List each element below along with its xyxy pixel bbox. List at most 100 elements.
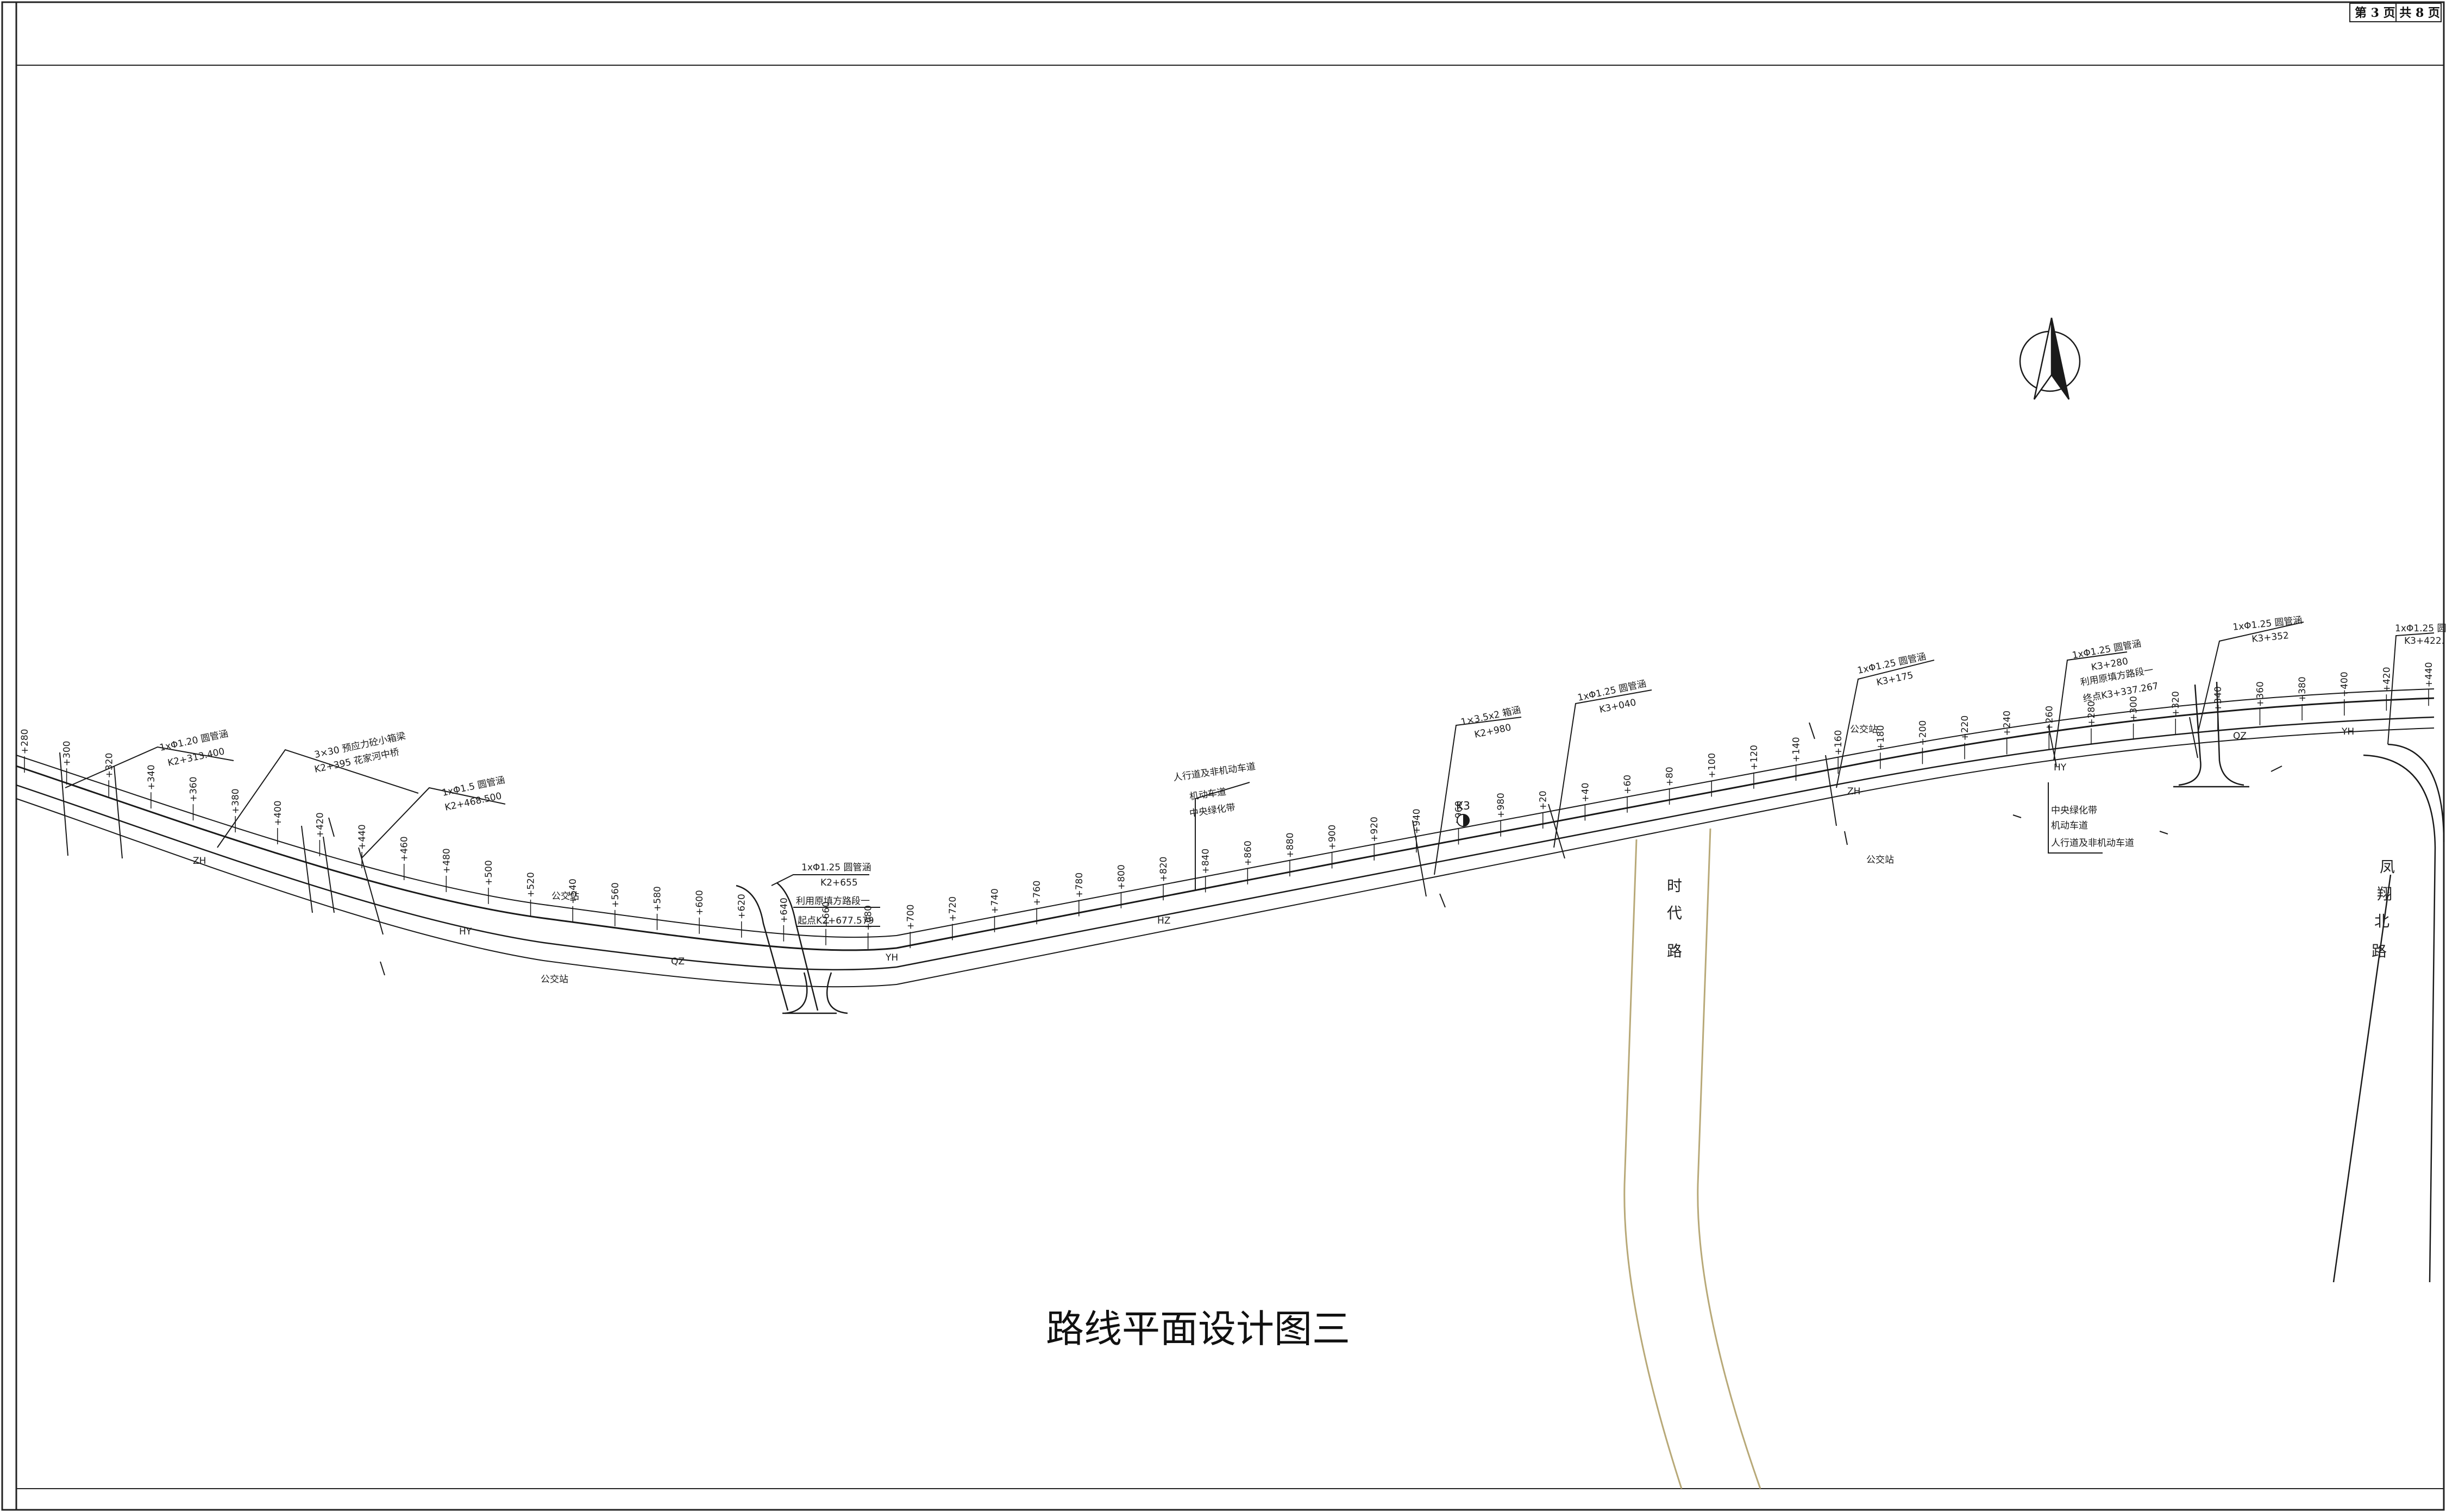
- curve-point-yh-1: YH: [885, 952, 898, 963]
- station-label: +940: [1412, 808, 1422, 834]
- station-label: +420: [2381, 667, 2392, 692]
- station-label: +880: [1285, 832, 1296, 858]
- station-label: +560: [610, 882, 621, 908]
- curve-point-hy-1: HY: [459, 926, 472, 937]
- station-label: +900: [1327, 825, 1338, 850]
- reuse-start-name: 利用原填方路段一: [796, 896, 870, 907]
- station-label: +360: [2255, 681, 2266, 707]
- side-road-fengxiang: [2332, 743, 2445, 1283]
- culvert-5-name: 1xΦ1.25 圆管涵: [1857, 651, 1927, 676]
- box-culvert-station: K2+980: [1473, 722, 1512, 741]
- curve-points: ZH HY QZ YH ZH HY QZ YH HZ: [193, 726, 2354, 967]
- station-label: +140: [1791, 737, 1802, 762]
- flow-arrows: [328, 722, 2282, 976]
- station-label: +740: [990, 888, 1001, 914]
- station-label: +280: [2086, 701, 2097, 726]
- culvert-4-name: 1xΦ1.25 圆管涵: [1577, 679, 1647, 704]
- curve-point-qz-2: QZ: [2233, 731, 2247, 742]
- station-label: +340: [2213, 686, 2224, 712]
- section-b-median: 中央绿化带: [2051, 805, 2097, 816]
- road-name-fengxiang: 凤 翔 北 路: [2372, 858, 2395, 960]
- station-label: +300: [62, 741, 73, 767]
- section-b-sidewalk: 人行道及非机动车道: [2051, 838, 2134, 849]
- km-marker-k3: K3: [1456, 799, 1470, 827]
- culvert-5-station: K3+175: [1876, 670, 1914, 688]
- station-label: +380: [2297, 676, 2308, 702]
- road-fengxiang-char-1: 凤: [2380, 858, 2395, 876]
- page-number-box: 第 3 页 共 8 页: [2349, 3, 2442, 22]
- curve-point-qz-1: QZ: [671, 956, 685, 967]
- curve-point-hz: HZ: [1157, 915, 1170, 926]
- station-label: +460: [399, 836, 410, 862]
- station-label: +800: [1116, 864, 1127, 890]
- culvert-4-station: K3+040: [1598, 697, 1637, 716]
- station-label: +720: [948, 896, 958, 922]
- station-label: +120: [1749, 745, 1760, 770]
- culvert-6-name: 1xΦ1.25 圆管涵: [2071, 638, 2142, 661]
- station-label: +40: [1580, 783, 1591, 802]
- section-a-lanes: 机动车道: [1189, 787, 1227, 802]
- station-label: +400: [273, 800, 284, 826]
- station-label: +860: [1243, 840, 1253, 866]
- annotations: 1xΦ1.20 圆管涵 K2+313.400 3×30 预应力砼小箱梁 K2+3…: [159, 615, 2446, 926]
- station-label: +320: [104, 752, 115, 778]
- road-fengxiang-char-3: 北: [2374, 912, 2389, 930]
- station-label: +500: [484, 860, 494, 886]
- road-shidai-char-2: 代: [1667, 904, 1682, 922]
- station-label: +660: [821, 901, 832, 927]
- bus-stops: 公交站 公交站 公交站 公交站: [541, 724, 1894, 985]
- station-label: +600: [694, 890, 705, 915]
- station-label: +840: [1201, 849, 1212, 874]
- station-label: +100: [1707, 753, 1717, 779]
- drawing-title: 路线平面设计图三: [1046, 1307, 1350, 1351]
- road-shidai-char-3: 路: [1667, 942, 1682, 960]
- road-fengxiang-char-4: 路: [2372, 942, 2387, 960]
- side-road-shidai: [1623, 828, 1761, 1489]
- station-label: +620: [737, 894, 748, 919]
- station-label: +820: [1158, 856, 1169, 882]
- curve-point-zh-1: ZH: [193, 856, 206, 867]
- km-marker-label: K3: [1456, 799, 1470, 812]
- north-arrow-icon: [2019, 317, 2081, 400]
- station-label: +400: [2340, 672, 2350, 697]
- station-label: +160: [1833, 730, 1844, 755]
- box-culvert-name: 1×3.5x2 箱涵: [1460, 705, 1522, 728]
- cross-road-k2-655: [736, 882, 848, 1014]
- main-road-alignment: [16, 688, 2435, 988]
- culvert-8-name: 1xΦ1.25 圆: [2395, 623, 2446, 634]
- culvert-3-station: K2+655: [820, 877, 858, 888]
- station-label: +340: [146, 764, 157, 790]
- station-label: +60: [1622, 775, 1633, 794]
- station-label: +180: [1876, 725, 1886, 751]
- road-shidai-char-1: 时: [1667, 877, 1682, 895]
- station-label: +520: [526, 872, 537, 898]
- bus-stop-4: 公交站: [1866, 855, 1894, 865]
- curve-point-hy-2: HY: [2054, 762, 2067, 773]
- station-labels: +280 +300 +320 +340 +360 +380 +400 +420 +440 +460…: [20, 662, 2435, 949]
- road-fengxiang-char-2: 翔: [2377, 885, 2392, 903]
- station-label: +780: [1074, 873, 1085, 898]
- station-label: +420: [315, 812, 325, 838]
- station-label: +200: [1917, 720, 1928, 746]
- station-label: +440: [357, 824, 368, 850]
- bus-stop-2: 公交站: [541, 974, 568, 985]
- page-number-label: 第 3 页 共 8 页: [2355, 6, 2440, 20]
- station-label: +360: [189, 776, 199, 802]
- station-label: +20: [1538, 790, 1549, 810]
- section-b-lanes: 机动车道: [2051, 820, 2088, 831]
- curve-point-yh-2: YH: [2341, 726, 2354, 737]
- station-label: +320: [2171, 691, 2181, 717]
- station-label: +440: [2424, 662, 2435, 687]
- station-label: +280: [20, 729, 30, 755]
- reuse-start-station: 起点K2+677.579: [798, 915, 874, 926]
- station-label: +640: [779, 898, 789, 923]
- station-label: +260: [2044, 706, 2055, 731]
- bus-stop-1: 公交站: [551, 891, 579, 902]
- station-label: +480: [441, 848, 452, 874]
- section-a-sidewalk: 人行道及非机动车道: [1172, 761, 1256, 783]
- station-label: +80: [1665, 767, 1676, 786]
- station-label: +920: [1369, 817, 1380, 842]
